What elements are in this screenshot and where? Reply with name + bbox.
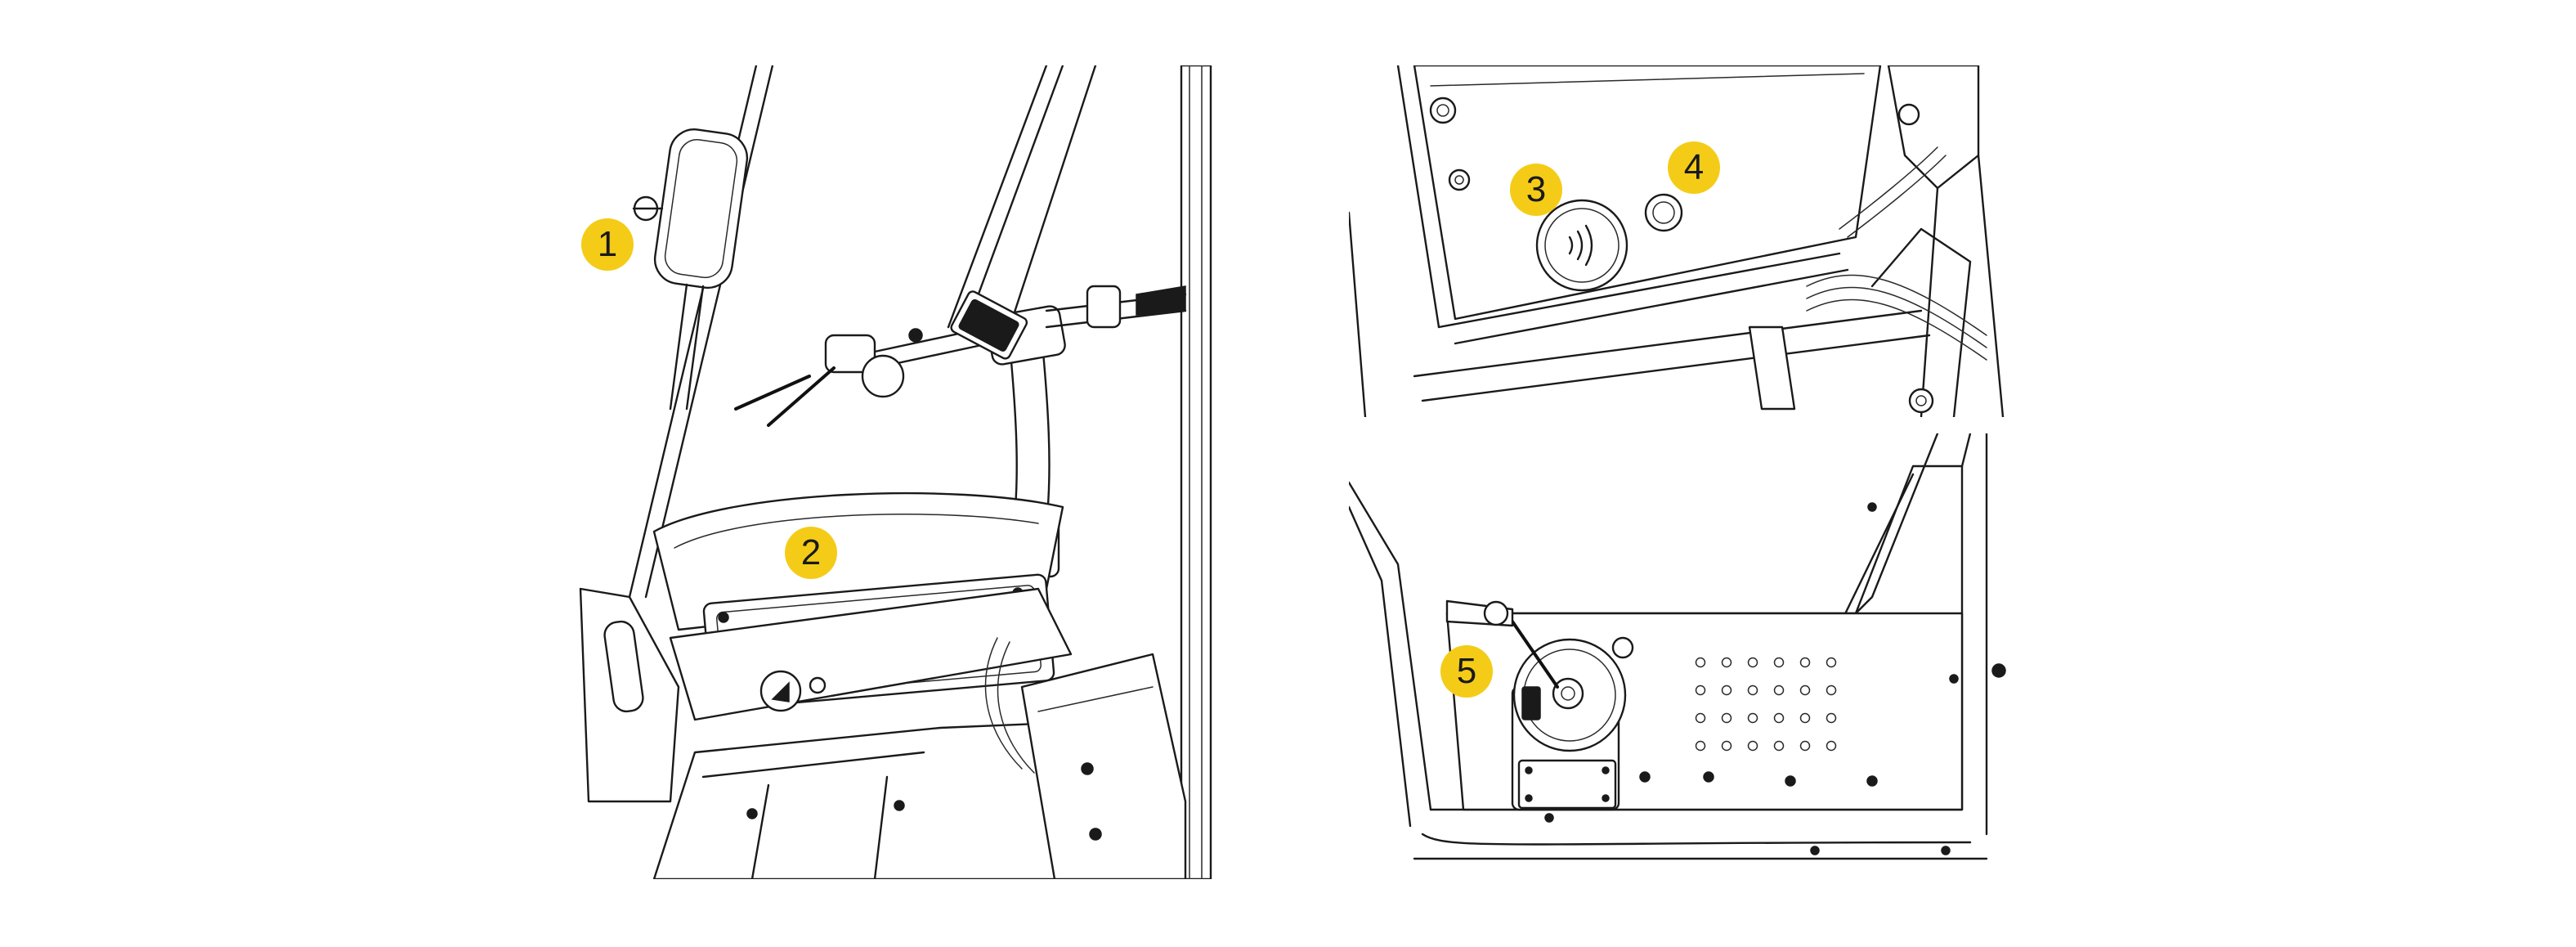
callout-3: 3 (1510, 164, 1562, 216)
nfc-reader (1535, 199, 1628, 292)
ventilation-grid (1695, 657, 1837, 752)
callout-1: 1 (581, 218, 634, 271)
vent-hole (1826, 740, 1837, 752)
vent-hole (1826, 684, 1837, 696)
handlebar-right (950, 285, 1187, 360)
fan-unit (1445, 599, 1634, 811)
side-reflector (603, 620, 644, 713)
handlebar-left (734, 325, 991, 427)
vent-hole (1747, 712, 1758, 724)
vent-hole (1695, 684, 1706, 696)
vent-hole (1695, 657, 1706, 668)
vent-hole (1826, 657, 1837, 668)
vent-hole (1826, 712, 1837, 724)
callout-4: 4 (1668, 141, 1720, 194)
power-button (1644, 193, 1683, 232)
vent-hole (1799, 712, 1811, 724)
vent-hole (1695, 740, 1706, 752)
vent-hole (1721, 740, 1732, 752)
dashboard-detail-panel: 3 4 (1349, 65, 2011, 417)
dashboard-detail-drawing (1349, 65, 2005, 417)
side-mirror (632, 128, 749, 411)
callout-2: 2 (785, 527, 837, 579)
vent-hole (1747, 684, 1758, 696)
door-pillar (1180, 65, 1212, 879)
vent-hole (1721, 657, 1732, 668)
vent-hole (1799, 684, 1811, 696)
vent-hole (1773, 740, 1785, 752)
compartment-detail-panel: 5 (1349, 433, 2011, 879)
vent-hole (1773, 657, 1785, 668)
front-view-panel: 1 2 (564, 65, 1243, 879)
front-view-drawing (579, 65, 1212, 879)
vent-hole (1721, 712, 1732, 724)
vent-hole (1799, 657, 1811, 668)
vent-hole (1721, 684, 1732, 696)
vent-hole (1773, 712, 1785, 724)
vent-hole (1773, 684, 1785, 696)
vent-hole (1747, 740, 1758, 752)
vent-hole (1747, 657, 1758, 668)
callout-5: 5 (1440, 645, 1493, 698)
vent-hole (1799, 740, 1811, 752)
compartment-detail-drawing (1349, 433, 2006, 860)
vent-hole (1695, 712, 1706, 724)
